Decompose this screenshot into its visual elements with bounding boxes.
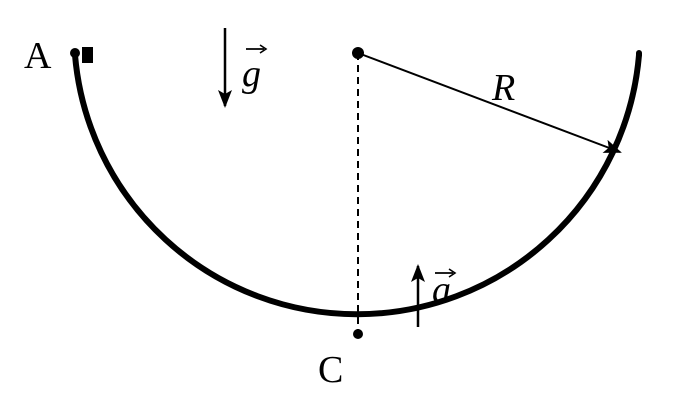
point-c-dot <box>353 329 363 339</box>
semicircle-track <box>72 52 642 318</box>
g-vector-bar-tip <box>259 44 268 54</box>
block-at-a <box>82 47 93 63</box>
a-vector-bar-tip <box>448 268 457 278</box>
label-a: A <box>24 35 52 77</box>
label-c: C <box>318 349 343 391</box>
radius-arrow <box>357 52 622 153</box>
point-a-dot <box>70 48 80 58</box>
label-g: g <box>242 53 261 95</box>
label-a-vector: a <box>432 269 451 311</box>
label-r: R <box>491 67 515 109</box>
